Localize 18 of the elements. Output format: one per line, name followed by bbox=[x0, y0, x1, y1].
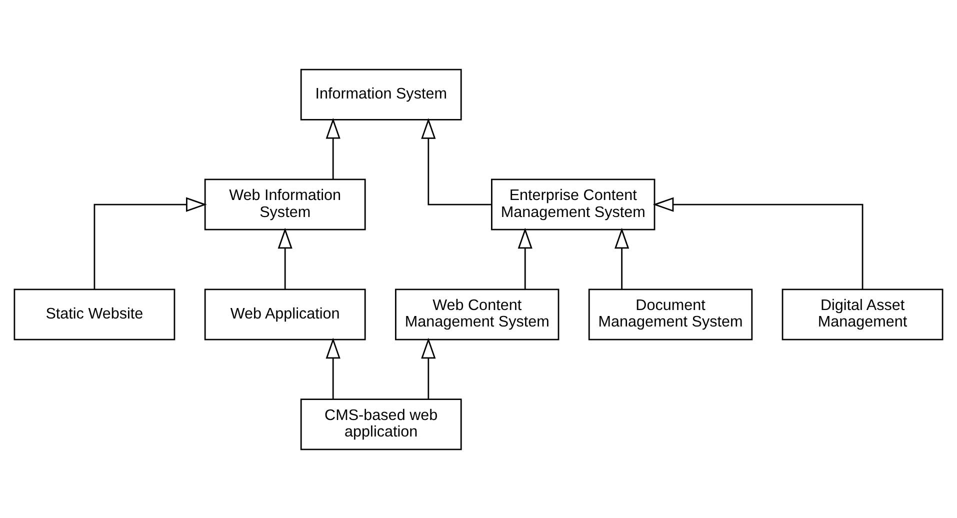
node-box: Web Content Management System bbox=[395, 288, 560, 340]
node-box: Information System bbox=[300, 68, 462, 120]
arrow bbox=[614, 227, 630, 288]
node-box: Enterprise Content Management System bbox=[491, 178, 656, 230]
node-box: Web Information System bbox=[204, 178, 366, 230]
node-box: Static Website bbox=[14, 288, 176, 340]
node-box: Digital Asset Management bbox=[782, 288, 944, 340]
arrow bbox=[421, 118, 492, 205]
node-box: CMS-based web application bbox=[300, 398, 462, 450]
node-box: Web Application bbox=[204, 288, 366, 340]
node-box: Document Management System bbox=[588, 288, 753, 340]
arrow bbox=[278, 227, 292, 288]
arrow bbox=[518, 227, 532, 288]
arrow bbox=[326, 117, 340, 179]
arrow bbox=[326, 337, 340, 398]
arrow bbox=[94, 196, 207, 288]
arrow bbox=[652, 196, 864, 288]
arrow bbox=[421, 337, 436, 398]
